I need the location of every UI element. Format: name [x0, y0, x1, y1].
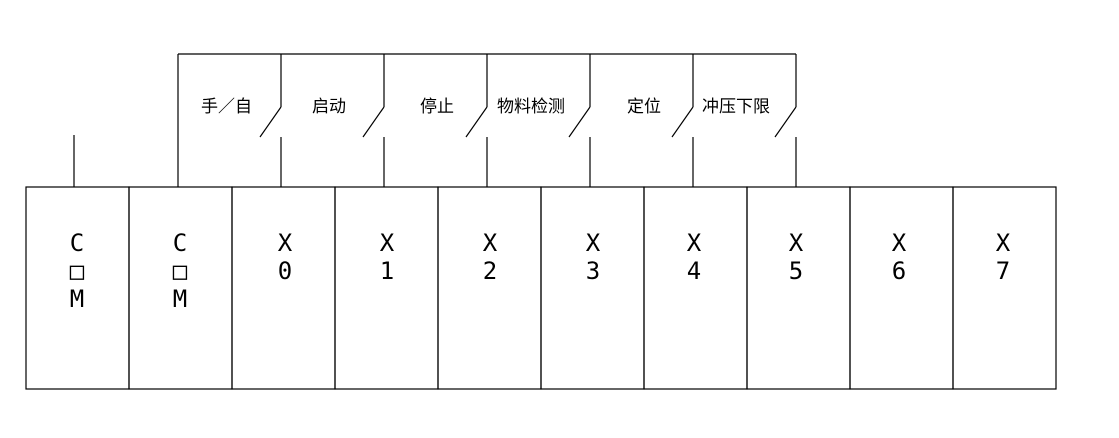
terminal-label-com2-l1: C [173, 229, 187, 257]
terminal-label-com2-l2: □ [173, 257, 188, 285]
switch-labels: 手／自 启动 停止 物料检测 定位 冲压下限 [201, 97, 770, 117]
terminal-x5 [746, 186, 851, 390]
switch-label-punch-lower-limit: 冲压下限 [702, 97, 770, 117]
switch-blade [774, 106, 797, 138]
wiring [73, 53, 796, 187]
terminal-label-x1-l1: X [380, 229, 395, 257]
terminal-label-com2-l3: M [173, 285, 187, 313]
terminal-label-x6-l2: 6 [892, 257, 906, 285]
terminal-label-x3-l1: X [586, 229, 601, 257]
switch-punch-lower-limit [774, 54, 797, 187]
terminal-block [25, 186, 1057, 390]
terminal-label-x2-l1: X [483, 229, 498, 257]
switch-blade [465, 106, 488, 138]
switch-stop [465, 54, 488, 187]
switch-blade [671, 106, 694, 138]
terminal-labels: C □ M C □ M X 0 X 1 X 2 X 3 X 4 X 5 X 6 … [70, 229, 1011, 313]
switch-blade [259, 106, 282, 138]
terminal-label-x5-l2: 5 [789, 257, 803, 285]
terminal-label-x4-l2: 4 [687, 257, 701, 285]
terminal-x1 [334, 186, 439, 390]
terminal-label-com1-l2: □ [70, 257, 85, 285]
switch-blade [568, 106, 591, 138]
terminal-label-x1-l2: 1 [380, 257, 394, 285]
switch-label-material-detect: 物料检测 [497, 97, 565, 117]
switch-positioning [671, 54, 694, 187]
terminal-x4 [643, 186, 748, 390]
terminal-x7 [952, 186, 1057, 390]
switch-manual-auto [259, 54, 282, 187]
terminal-label-x3-l2: 3 [586, 257, 600, 285]
terminal-label-x7-l1: X [996, 229, 1011, 257]
terminal-label-x2-l2: 2 [483, 257, 497, 285]
terminal-label-x0-l2: 0 [278, 257, 292, 285]
switches [259, 54, 797, 187]
switch-label-positioning: 定位 [627, 97, 661, 117]
terminal-label-x0-l1: X [278, 229, 293, 257]
terminal-x0 [231, 186, 336, 390]
switch-label-stop: 停止 [420, 97, 454, 117]
terminal-label-com1-l3: M [70, 285, 84, 313]
terminal-x6 [849, 186, 954, 390]
switch-label-manual-auto: 手／自 [201, 97, 252, 117]
terminal-label-x4-l1: X [687, 229, 702, 257]
switch-start [362, 54, 385, 187]
terminal-label-x7-l2: 7 [996, 257, 1010, 285]
terminal-label-x5-l1: X [789, 229, 804, 257]
terminal-label-x6-l1: X [892, 229, 907, 257]
switch-blade [362, 106, 385, 138]
terminal-x3 [540, 186, 645, 390]
switch-material-detect [568, 54, 591, 187]
terminal-label-com1-l1: C [70, 229, 84, 257]
switch-label-start: 启动 [312, 97, 346, 117]
terminal-x2 [437, 186, 542, 390]
